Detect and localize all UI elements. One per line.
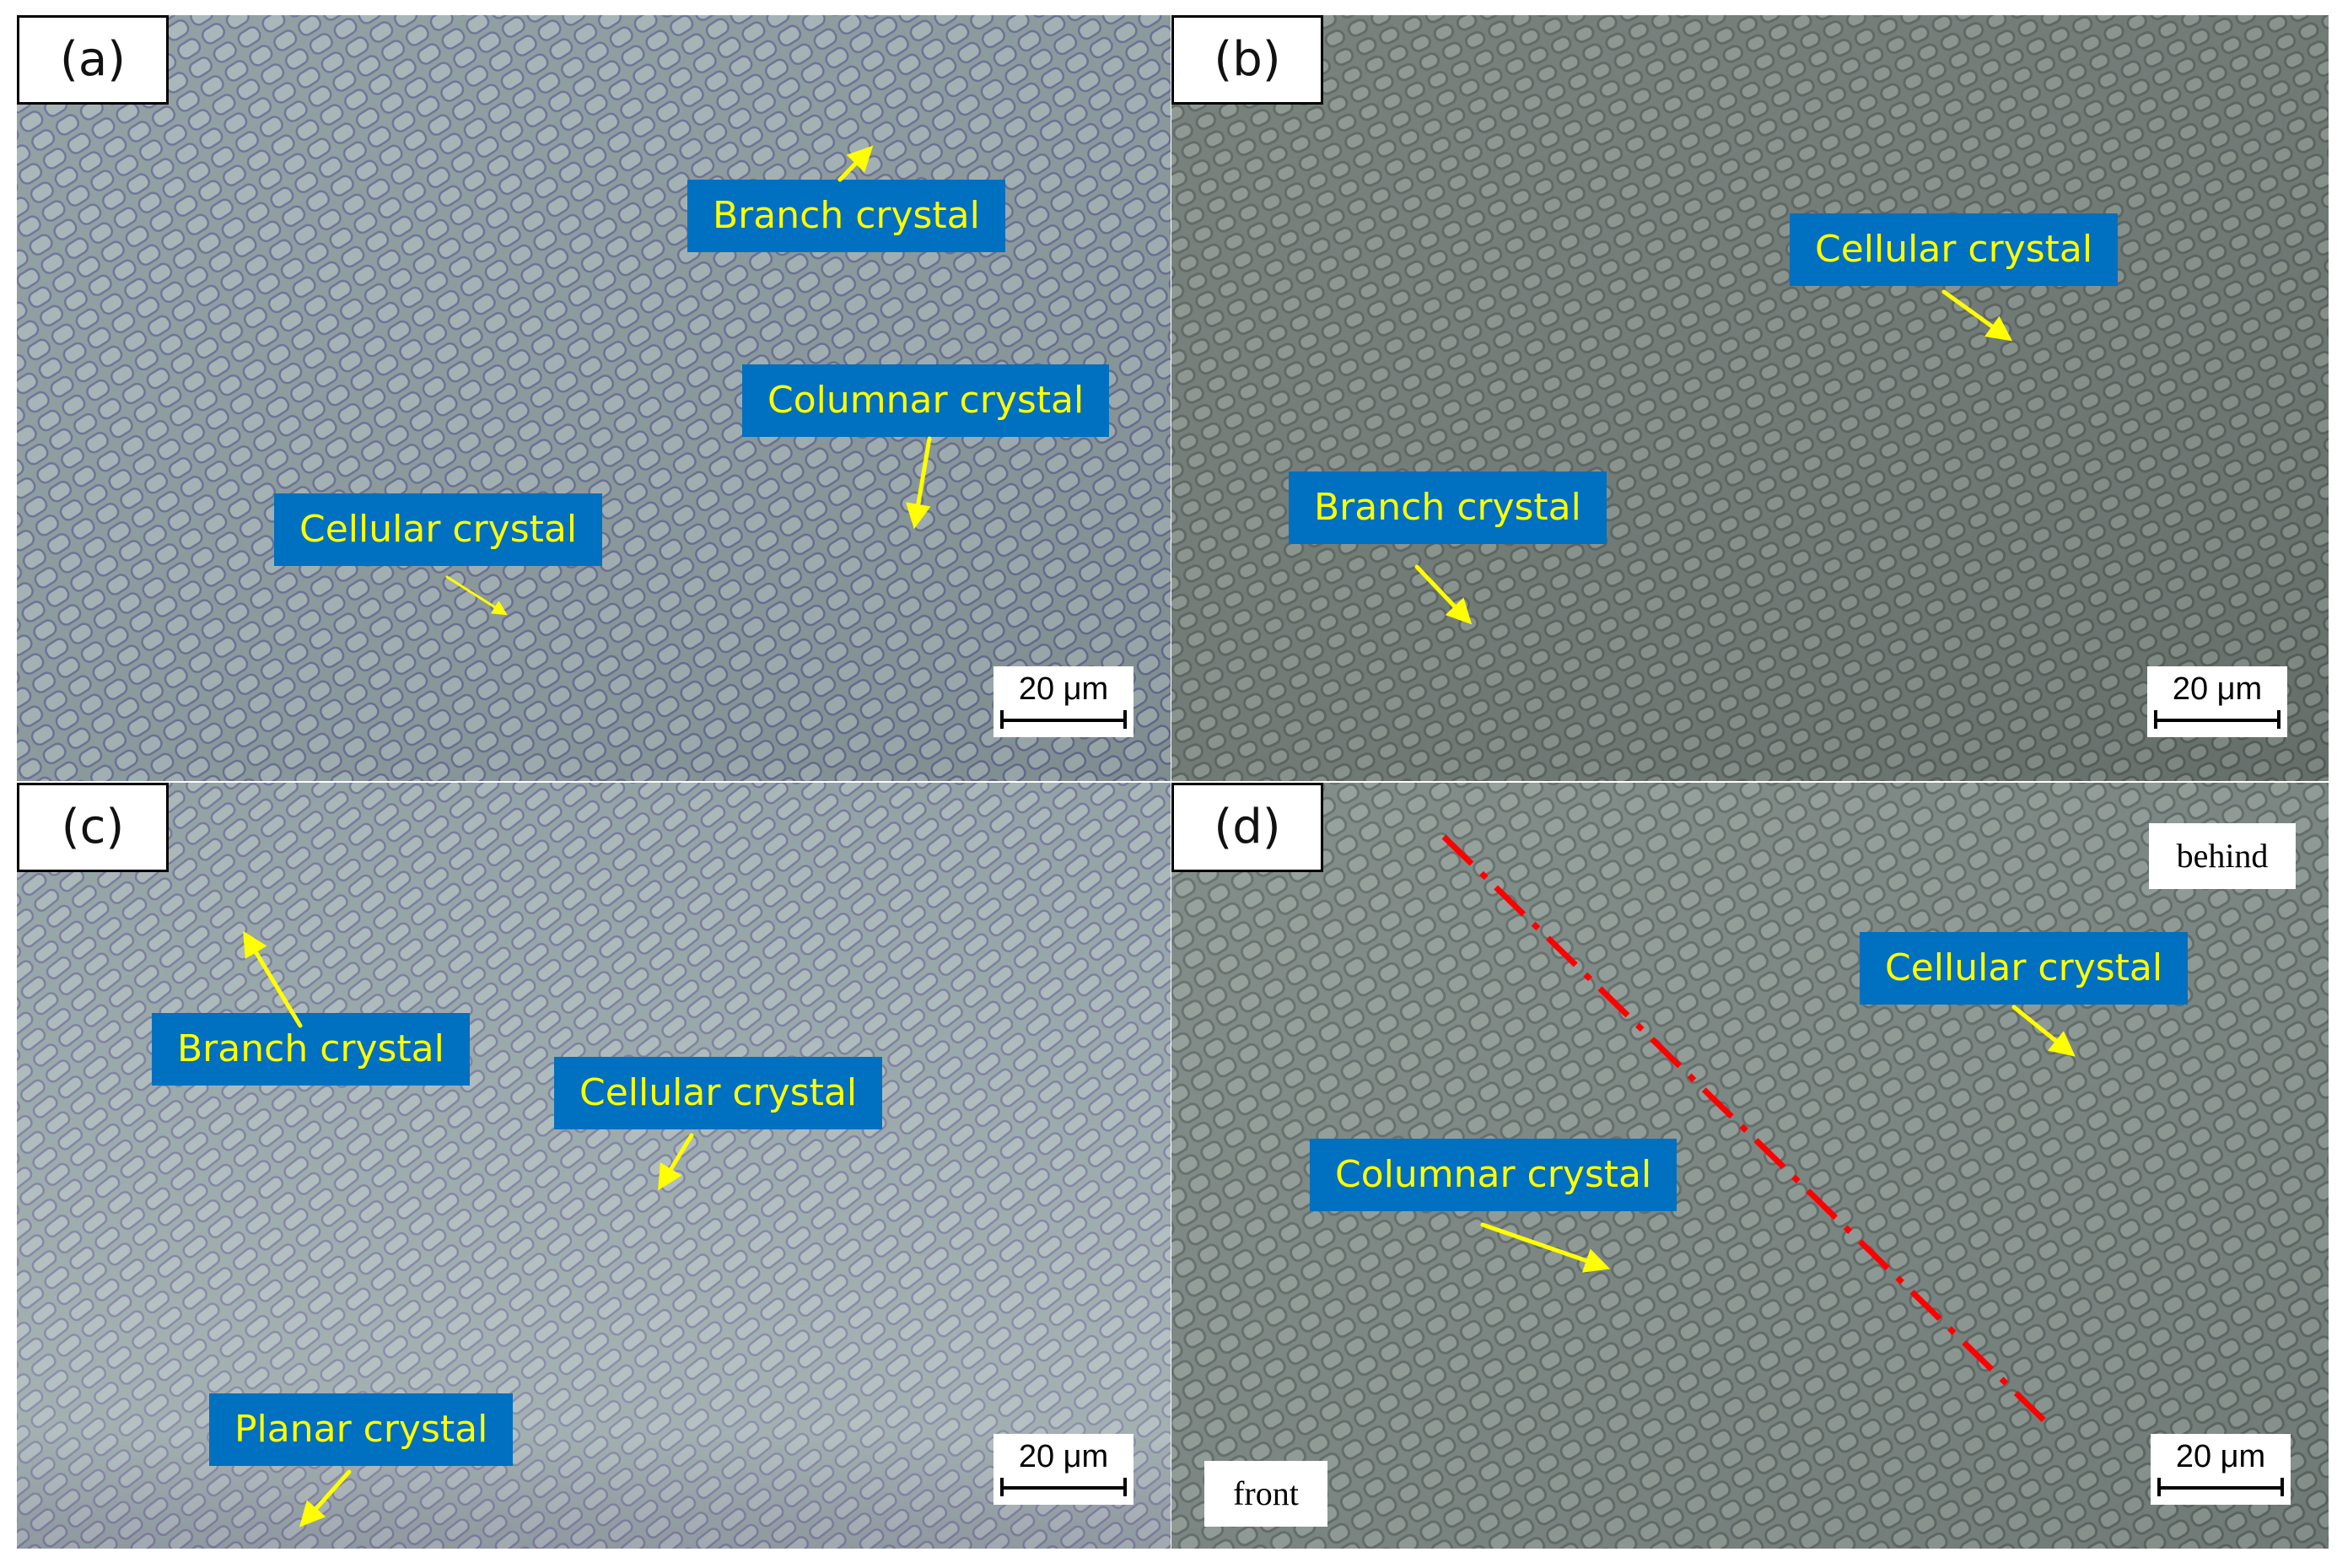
panel-tag-c: (c) <box>17 783 169 872</box>
panel-tag-a: (a) <box>17 15 169 105</box>
note-front: front <box>1204 1461 1327 1527</box>
label-branch-crystal-b: Branch crystal <box>1289 471 1607 544</box>
scale-bar-text-b: 20 μm <box>2172 671 2263 707</box>
label-cellular-crystal-b: Cellular crystal <box>1790 213 2119 286</box>
panel-tag-d: (d) <box>1171 783 1323 872</box>
note-behind: behind <box>2149 823 2296 889</box>
scale-bar-text-a: 20 μm <box>1018 671 1109 707</box>
panel-tag-b: (b) <box>1171 15 1323 105</box>
scale-bar-text-c: 20 μm <box>1018 1439 1109 1474</box>
scale-bar-c: 20 μm <box>993 1434 1133 1505</box>
label-cellular-crystal-a: Cellular crystal <box>274 493 603 566</box>
label-columnar-crystal-a: Columnar crystal <box>742 364 1110 437</box>
scale-bar-d: 20 μm <box>2151 1434 2291 1505</box>
label-columnar-crystal-d: Columnar crystal <box>1310 1139 1677 1211</box>
scale-bar-b: 20 μm <box>2147 666 2287 737</box>
label-branch-crystal-a: Branch crystal <box>687 180 1005 252</box>
label-branch-crystal-c: Branch crystal <box>152 1013 470 1086</box>
label-cellular-crystal-d: Cellular crystal <box>1860 932 2189 1005</box>
scale-bar-a: 20 μm <box>993 666 1133 737</box>
scale-bar-text-d: 20 μm <box>2175 1439 2266 1474</box>
micrograph-texture-b <box>1171 15 2329 781</box>
micrograph-panel-b <box>1171 15 2329 781</box>
label-cellular-crystal-c: Cellular crystal <box>554 1057 883 1129</box>
label-planar-crystal-c: Planar crystal <box>209 1393 514 1466</box>
